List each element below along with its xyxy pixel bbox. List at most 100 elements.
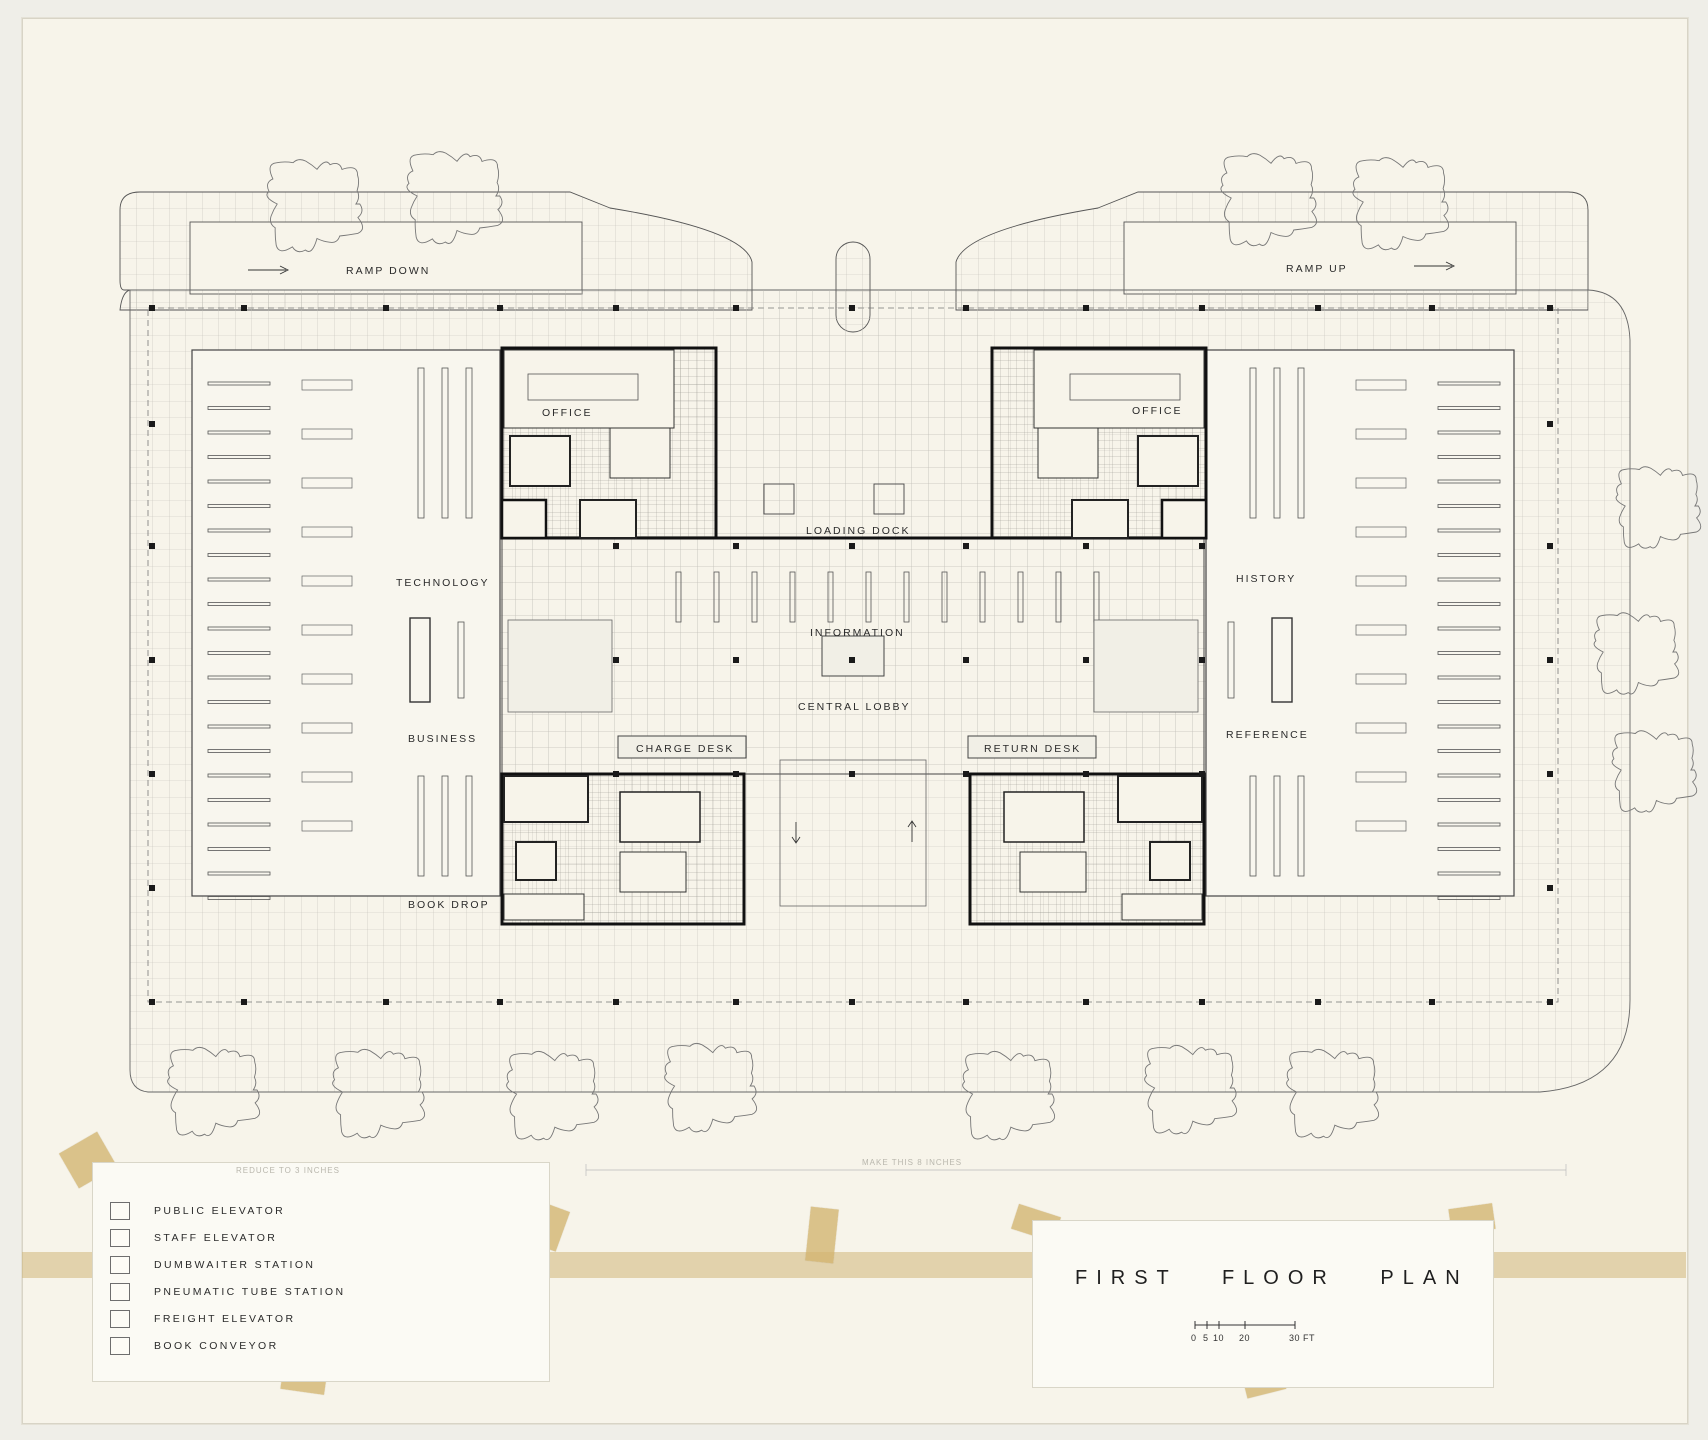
book-shelf [207,896,271,900]
scale-bar [1194,1321,1296,1329]
structural-column [1083,657,1089,663]
ramp-down-arrow [248,265,290,275]
tree [1593,612,1680,695]
stack-shelf [465,367,473,519]
lobby-shelf [941,571,948,623]
structural-column [149,771,155,777]
legend-label: STAFF ELEVATOR [154,1232,278,1244]
book-shelf [1437,626,1501,631]
book-shelf [1437,847,1501,851]
ramp-up-arrow [1414,261,1456,271]
entry-arrow-down [791,822,801,844]
core-top-right [990,346,1208,540]
book-shelf [207,700,271,704]
structural-column [963,999,969,1005]
stack-shelf [1227,621,1235,699]
structural-column [1083,543,1089,549]
structural-columns [149,305,1553,1005]
structural-column [497,305,503,311]
stack-shelf [441,775,449,877]
legend-swatch [110,1202,130,1220]
legend-label: DUMBWAITER STATION [154,1259,316,1271]
lobby-shelf [789,571,796,623]
tree [167,1046,261,1137]
return-desk-counter [967,735,1097,759]
stack-shelf [457,621,465,699]
scale-tick-5: 5 [1203,1333,1209,1343]
core-bottom-left [500,772,746,926]
structural-column [733,305,739,311]
display-rack [1271,617,1293,703]
tree [332,1048,426,1139]
legend-swatch [110,1337,130,1355]
lobby-shelf-bays [675,571,1100,623]
structural-column [963,657,969,663]
lobby-shelf [675,571,682,623]
structural-column [1429,305,1435,311]
structural-column [733,999,739,1005]
book-shelf [207,822,271,827]
tree [266,159,364,253]
study-table [301,477,353,489]
study-table [301,428,353,440]
structural-column [613,657,619,663]
structural-column [849,999,855,1005]
information-desk [821,635,885,677]
book-shelf [207,773,271,778]
ramp-down-label: RAMP DOWN [346,265,430,277]
structural-column [1083,999,1089,1005]
dimension-line [585,1164,1567,1176]
legend-swatch [110,1256,130,1274]
lobby-shelf [751,571,758,623]
ramp-down-lane [189,221,583,295]
right-wing-shelves [1227,367,1501,900]
tree [1352,157,1450,251]
book-shelf [1437,553,1501,557]
structural-column [1547,999,1553,1005]
structural-column [241,305,247,311]
dock-bay-left [763,483,795,515]
legend-swatch [110,1310,130,1328]
study-table [301,379,353,391]
structural-column [849,657,855,663]
legend-label: PNEUMATIC TUBE STATION [154,1286,346,1298]
structural-column [849,543,855,549]
book-shelf [1437,479,1501,484]
lobby-shelf [1055,571,1062,623]
book-shelf [1437,528,1501,533]
legend-swatch [110,1283,130,1301]
lobby-shelf [827,571,834,623]
book-shelf [207,479,271,484]
structural-column [497,999,503,1005]
return-desk-label: RETURN DESK [984,743,1081,755]
book-shelf [1437,651,1501,655]
study-table [1355,820,1407,832]
structural-column [1199,657,1205,663]
dock-bay-right [873,483,905,515]
legend-card [92,1162,550,1382]
structural-column [733,543,739,549]
book-shelf [1437,675,1501,680]
scale-tick-0: 0 [1191,1333,1197,1343]
structural-column [1199,543,1205,549]
book-shelf [1437,896,1501,900]
structural-column [1315,305,1321,311]
book-shelf [207,577,271,582]
study-table [301,575,353,587]
structural-column [849,771,855,777]
history-label: HISTORY [1236,573,1296,585]
right-wing [1205,349,1515,897]
structural-column [963,543,969,549]
legend-label: BOOK CONVEYOR [154,1340,279,1352]
stack-shelf [417,775,425,877]
book-shelf [1437,724,1501,729]
study-table [301,771,353,783]
study-table [1355,526,1407,538]
book-shelf [207,528,271,533]
study-table [301,673,353,685]
ramp-up-label: RAMP UP [1286,263,1348,275]
structural-column [1199,305,1205,311]
reduce-note: REDUCE TO 3 INCHES [236,1166,340,1175]
left-catalog-area [507,619,613,713]
structural-column [149,885,155,891]
